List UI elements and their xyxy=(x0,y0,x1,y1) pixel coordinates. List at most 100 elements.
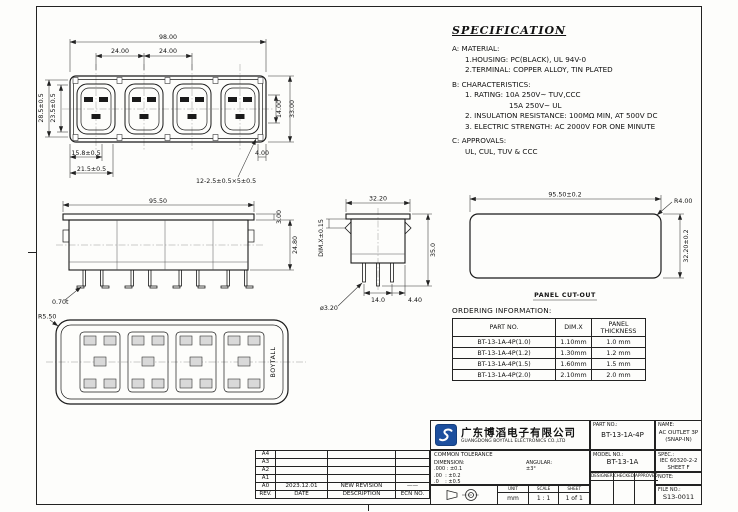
scale-cell: SCALE 1 : 1 xyxy=(527,486,559,504)
back-terminals xyxy=(83,335,261,389)
back-body-outline xyxy=(55,319,289,405)
ordering-cell: 1.0 mm xyxy=(591,336,646,348)
dim-front-bottom-a: 15.8±0.5 xyxy=(71,150,100,157)
tolerance-row: .0 : ±0.5 xyxy=(434,479,461,486)
name-cell: NAME: AC OUTLET 3P (SNAP-IN) xyxy=(655,420,702,450)
spec-line: 3. ELECTRIC STRENGTH: AC 2000V FOR ONE M… xyxy=(465,121,656,131)
revision-row: A0 2023.12.01 NEW REVISION —— xyxy=(255,482,430,491)
revision-cell xyxy=(327,474,396,483)
ordering-cell: BT-13-1A-4P(1.5) xyxy=(452,358,556,370)
dim-end-height: 35.0 xyxy=(430,243,437,257)
spec-value-line1: IEC 60320-2-2 xyxy=(659,458,698,464)
spec-line: UL, CUL, TUV & CCC xyxy=(465,146,538,156)
revision-cell xyxy=(275,474,328,483)
dim-front-overall-width: 98.00 xyxy=(159,34,177,41)
revision-cell xyxy=(275,458,328,467)
revision-cell: A2 xyxy=(255,466,276,475)
side-body-outline xyxy=(62,213,255,271)
dim-front-pitch-b: 24.00 xyxy=(159,48,177,55)
dim-cutout-radius: R4.00 xyxy=(674,198,692,205)
revision-cell: A3 xyxy=(255,458,276,467)
file-no-label: FILE NO.: xyxy=(658,487,681,493)
cutout-outline xyxy=(469,213,662,279)
drawing-info-row: UNIT mm SCALE 1 : 1 SHEET 1 of 1 xyxy=(430,485,590,505)
revision-header-cell: ECN NO. xyxy=(395,490,430,499)
revision-cell: 2023.12.01 xyxy=(275,482,328,491)
scale-label: SCALE xyxy=(528,486,559,493)
tolerance-block: COMMON TOLERANCE DIMENSION: .000 : ±0.1 … xyxy=(430,450,590,485)
front-view-drawing: 98.00 24.00 24.00 28.5±0.5 23.5±0.5 14.0… xyxy=(38,34,296,185)
scale-value: 1 : 1 xyxy=(536,495,551,502)
ordering-col-header: DIM.X xyxy=(555,318,592,337)
approved-label: APPROVED xyxy=(634,473,658,481)
unit-value: mm xyxy=(507,495,519,502)
unit-label: UNIT xyxy=(498,486,528,493)
dim-side-flange: 3.00 xyxy=(276,210,283,224)
end-view-drawing: 32.20 DIM.X±0.15 35.0 ø3.20 14.0 4.40 xyxy=(318,196,437,313)
revision-cell: A1 xyxy=(255,474,276,483)
dim-end-dimx: DIM.X±0.15 xyxy=(318,219,325,257)
sheet-border-frame xyxy=(36,6,702,505)
model-no-value: BT-13-1A xyxy=(606,458,639,466)
revision-cell xyxy=(275,450,328,459)
company-name-en: GUANGDONG BOYTALL ELECTRONICS CO.,LTD xyxy=(461,438,566,444)
mounting-slots xyxy=(72,77,264,141)
dim-side-width: 95.50 xyxy=(149,198,167,205)
spec-line: 2. INSULATION RESISTANCE: 100MΩ MIN, AT … xyxy=(465,111,658,120)
note-label: NOTE: xyxy=(658,474,674,480)
model-no-cell: MODEL NO.: BT-13-1A xyxy=(590,450,655,472)
spec-line: 15A 250V~ UL xyxy=(509,100,562,110)
spec-cell: SPEC.: IEC 60320-2-2 SHEET F xyxy=(655,450,702,472)
dim-side-height: 24.80 xyxy=(292,236,299,254)
ordering-cell: 1.60mm xyxy=(555,358,592,370)
name-value-line1: AC OUTLET 3P xyxy=(658,430,699,436)
spec-line: 1.HOUSING: PC(BLACK), UL 94V-0 xyxy=(465,54,587,64)
tolerance-angular-column: ANGULAR: ±3° xyxy=(526,460,552,486)
sheet-label: SHEET xyxy=(559,486,590,493)
spec-value-line2: SHEET F xyxy=(667,464,690,471)
revision-table: A4 A3 A2 A1 A0 2023.12.01 NEW REVISION xyxy=(255,450,430,499)
tolerance-dimension-column: DIMENSION: .000 : ±0.1 .00 : ±0.2 .0 : ±… xyxy=(434,460,526,486)
spec-label: SPEC.: xyxy=(658,452,675,458)
frame-center-mark xyxy=(28,252,36,253)
revision-header-cell: REV. xyxy=(255,490,276,499)
revision-row: A1 xyxy=(255,474,430,483)
outlet-socket-3 xyxy=(172,83,212,135)
checked-label: CHECKED xyxy=(613,473,634,481)
sheet-cell: SHEET 1 of 1 xyxy=(558,486,590,504)
dim-front-bottom-b: 21.5±0.5 xyxy=(77,166,106,173)
back-modules xyxy=(79,331,265,393)
company-block: 广东博滔电子有限公司 GUANGDONG BOYTALL ELECTRONICS… xyxy=(430,420,590,450)
ordering-col-header: PANEL THICKNESS xyxy=(591,318,646,337)
dim-end-pin-offset: 4.40 xyxy=(408,297,422,304)
side-view-drawing: 95.50 3.00 24.80 0.70t xyxy=(52,198,299,306)
revision-header-row: REV. DATE DESCRIPTION ECN NO. xyxy=(255,490,430,499)
front-centerlines xyxy=(62,64,274,150)
designer-signature-space xyxy=(591,481,613,504)
outlet-socket-4 xyxy=(220,83,260,135)
file-no-value: S13-0011 xyxy=(662,493,695,501)
revision-cell xyxy=(327,450,396,459)
ordering-cell: 1.30mm xyxy=(555,347,592,359)
sheet-value: 1 of 1 xyxy=(565,495,583,502)
revision-cell: A4 xyxy=(255,450,276,459)
ordering-cell: BT-13-1A-4P(2.0) xyxy=(452,369,556,381)
tolerance-row: .000 : ±0.1 xyxy=(434,466,463,473)
back-brand-marking: BOYTALL xyxy=(270,347,277,378)
ordering-header-row: PART NO. DIM.X PANEL THICKNESS xyxy=(452,318,646,337)
revision-cell: —— xyxy=(395,482,430,491)
tolerance-row: .00 : ±0.2 xyxy=(434,472,461,479)
revision-cell xyxy=(395,450,430,459)
name-value-line2: (SNAP-IN) xyxy=(665,437,692,443)
dim-back-radius: R5.50 xyxy=(38,314,56,321)
revision-cell xyxy=(395,458,430,467)
projection-symbol-icon xyxy=(446,489,481,501)
revision-row: A2 xyxy=(255,466,430,475)
designer-label: DESIGNER xyxy=(591,473,613,481)
dim-end-width: 32.20 xyxy=(369,196,387,203)
revision-cell xyxy=(327,458,396,467)
dim-cutout-width: 95.50±0.2 xyxy=(548,192,581,199)
revision-cell xyxy=(395,466,430,475)
ordering-cell: BT-13-1A-4P(1.0) xyxy=(452,336,556,348)
